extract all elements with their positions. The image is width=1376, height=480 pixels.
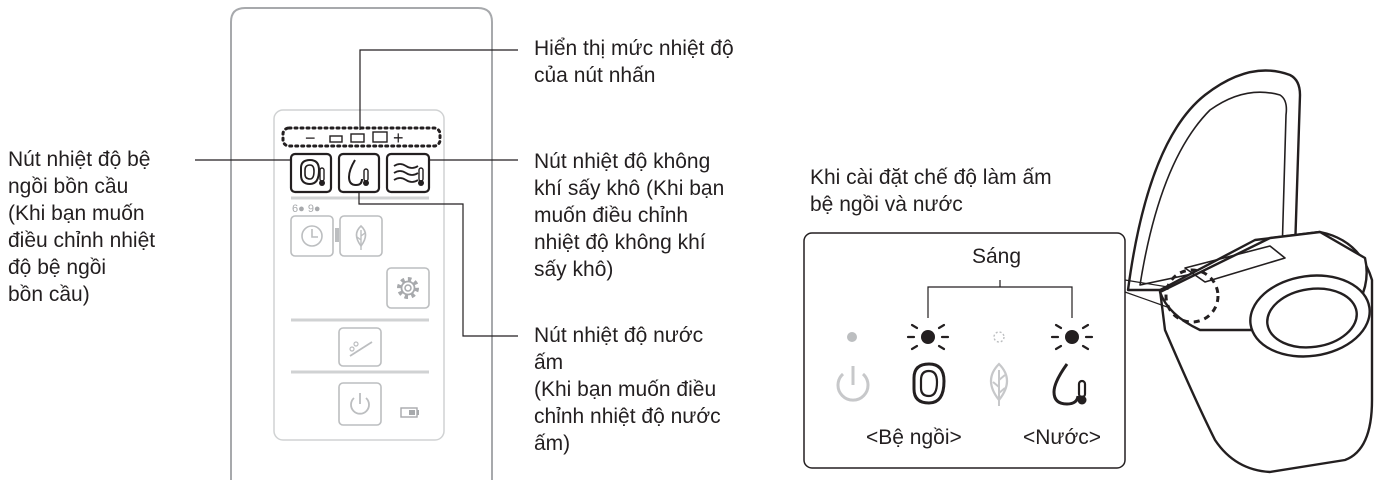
power-button[interactable] (338, 382, 382, 426)
dryer-temp-label: Nút nhiệt độ không khí sấy khô (Khi bạn … (534, 148, 724, 283)
seat-temp-label: Nút nhiệt độ bệ ngồi bồn cầu (Khi bạn mu… (8, 146, 155, 308)
water-heat-icon (347, 159, 369, 187)
power-icon (836, 366, 870, 402)
indicator-area-highlight (1164, 268, 1220, 324)
label-line: ấm (534, 351, 564, 374)
water-indicator-label: <Nước> (1023, 426, 1102, 449)
seat-temp-button[interactable] (289, 152, 333, 194)
water-temp-label: Nút nhiệt độ nước ấm (Khi bạn muốn điều … (534, 322, 721, 457)
label-line: khí sấy khô (Khi bạn (534, 177, 725, 200)
label-line: muốn điều chỉnh (534, 204, 689, 227)
callout-lines (195, 49, 518, 337)
seat-indicator-label: <Bệ ngồi> (866, 426, 962, 449)
lit-bracket (927, 280, 1073, 318)
timer-button[interactable] (290, 215, 334, 257)
inset-leader-lines (1124, 279, 1171, 309)
toilet-illustration (1126, 69, 1374, 474)
dryer-temp-button[interactable] (385, 152, 431, 194)
label-line: của nút nhấn (534, 64, 656, 87)
temp-level-bars (329, 131, 388, 143)
power-icon (350, 393, 370, 415)
label-line: ngồi bồn cầu (8, 175, 129, 198)
label-line: Nút nhiệt độ nước (534, 324, 704, 347)
indicator-inset (803, 232, 1126, 469)
label-line: nhiệt độ không khí (534, 231, 706, 254)
label-line: sấy khô) (534, 258, 614, 281)
label-line: chỉnh nhiệt độ nước (534, 405, 721, 428)
gear-icon (397, 277, 419, 299)
nozzle-clean-button[interactable] (338, 327, 382, 367)
eco-leaf-icon (989, 362, 1009, 406)
label-line: Nút nhiệt độ bệ (8, 148, 151, 171)
warm-mode-label: Khi cài đặt chế độ làm ấm bệ ngồi và nướ… (810, 164, 1052, 218)
label-line: Hiển thị mức nhiệt độ (534, 37, 734, 60)
water-indicator-light (1050, 323, 1094, 351)
water-drop-thermometer-icon (1052, 363, 1087, 406)
power-indicator-light (847, 332, 857, 342)
nozzle-clean-icon (349, 341, 373, 357)
temp-display-label: Hiển thị mức nhiệt độ của nút nhấn (534, 35, 734, 89)
eco-leaf-icon (355, 224, 367, 250)
label-line: bồn cầu) (8, 283, 90, 306)
seat-heat-icon (300, 158, 325, 186)
settings-button[interactable] (386, 267, 430, 309)
timer-icon (301, 225, 323, 247)
lit-label: Sáng (972, 245, 1022, 268)
label-line: độ bệ ngồi (8, 256, 107, 279)
temp-minus: − (305, 128, 316, 148)
seat-indicator-light (906, 323, 950, 351)
temp-level-highlight (281, 126, 442, 148)
toilet-seat-icon (912, 362, 946, 405)
eco-button[interactable] (339, 215, 383, 257)
label-line: (Khi bạn muốn (8, 202, 145, 225)
label-line: ấm) (534, 432, 571, 455)
label-line: điều chỉnh nhiệt (8, 229, 156, 252)
label-line: bệ ngồi và nước (810, 193, 963, 216)
label-line: (Khi bạn muốn điều (534, 378, 717, 401)
label-line: Khi cài đặt chế độ làm ấm (810, 166, 1052, 189)
eco-indicator-light (993, 331, 1005, 343)
timer-marks: 6● 9● (292, 203, 321, 215)
water-temp-button[interactable] (337, 152, 381, 194)
dryer-heat-icon (393, 163, 424, 186)
label-line: Nút nhiệt độ không (534, 150, 711, 173)
temp-plus: + (393, 128, 404, 148)
timer-eco-divider (335, 228, 339, 242)
battery-icon (400, 407, 419, 418)
